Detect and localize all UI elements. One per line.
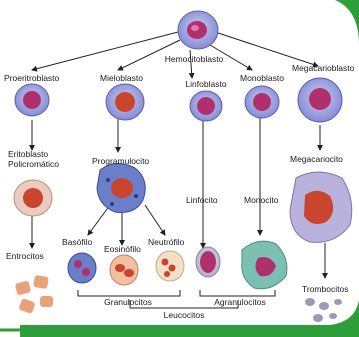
promielocito-cell	[97, 163, 145, 212]
eosinofilo-cell	[110, 255, 138, 285]
label-proeritroblasto: Proeritroblasto	[4, 74, 59, 83]
label-monocito: Monocito	[244, 196, 279, 205]
hemocitoblasto-cell	[178, 11, 218, 49]
label-hemocitoblasto: Hemocitoblasto	[165, 55, 224, 64]
label-eritroblasto-line2: Policromático	[8, 160, 59, 169]
label-monoblasto: Monoblasto	[240, 74, 284, 83]
corner-accent-top	[335, 0, 359, 45]
label-eosinofilo: Eosinófilo	[104, 245, 141, 254]
megacarioblasto-cell	[298, 78, 342, 122]
label-trombocitos: Trombocitos	[302, 285, 348, 294]
linfoblasto-cell	[190, 91, 222, 121]
label-agranulocitos: Agranulocitos	[214, 298, 266, 307]
label-linfocito: Linfocito	[186, 196, 218, 205]
eritrocitos-cells	[15, 275, 53, 314]
monoblasto-cell	[245, 86, 279, 118]
mieloblasto-cell	[106, 84, 144, 120]
label-megacariocito: Megacariocito	[290, 155, 343, 164]
label-granulocitos: Granulocitos	[104, 298, 152, 307]
label-eritrocitos: Entrocitos	[6, 252, 44, 261]
label-promielocito: Programulocito	[92, 157, 149, 166]
label-leucocitos: Leucocitos	[164, 311, 205, 320]
neutrofilo-cell	[156, 251, 184, 281]
label-eritroblasto-line1: Eritoblasto	[8, 150, 48, 159]
basofilo-cell	[68, 253, 96, 283]
proeritroblasto-cell	[15, 84, 49, 116]
label-megacarioblasto: Megacarioblasto	[292, 64, 354, 73]
label-linfoblasto: Linfoblasto	[185, 80, 226, 89]
eritroblasto-cell	[14, 180, 52, 216]
label-neutrofilo: Neutrófilo	[148, 238, 184, 247]
monocito-cell	[242, 241, 287, 289]
label-basofilo: Basófilo	[62, 238, 92, 247]
linfocito-cell	[196, 247, 220, 277]
label-mieloblasto: Mieloblasto	[100, 74, 143, 83]
megacariocito-cell	[290, 172, 352, 242]
trombocitos-cells	[305, 298, 342, 322]
